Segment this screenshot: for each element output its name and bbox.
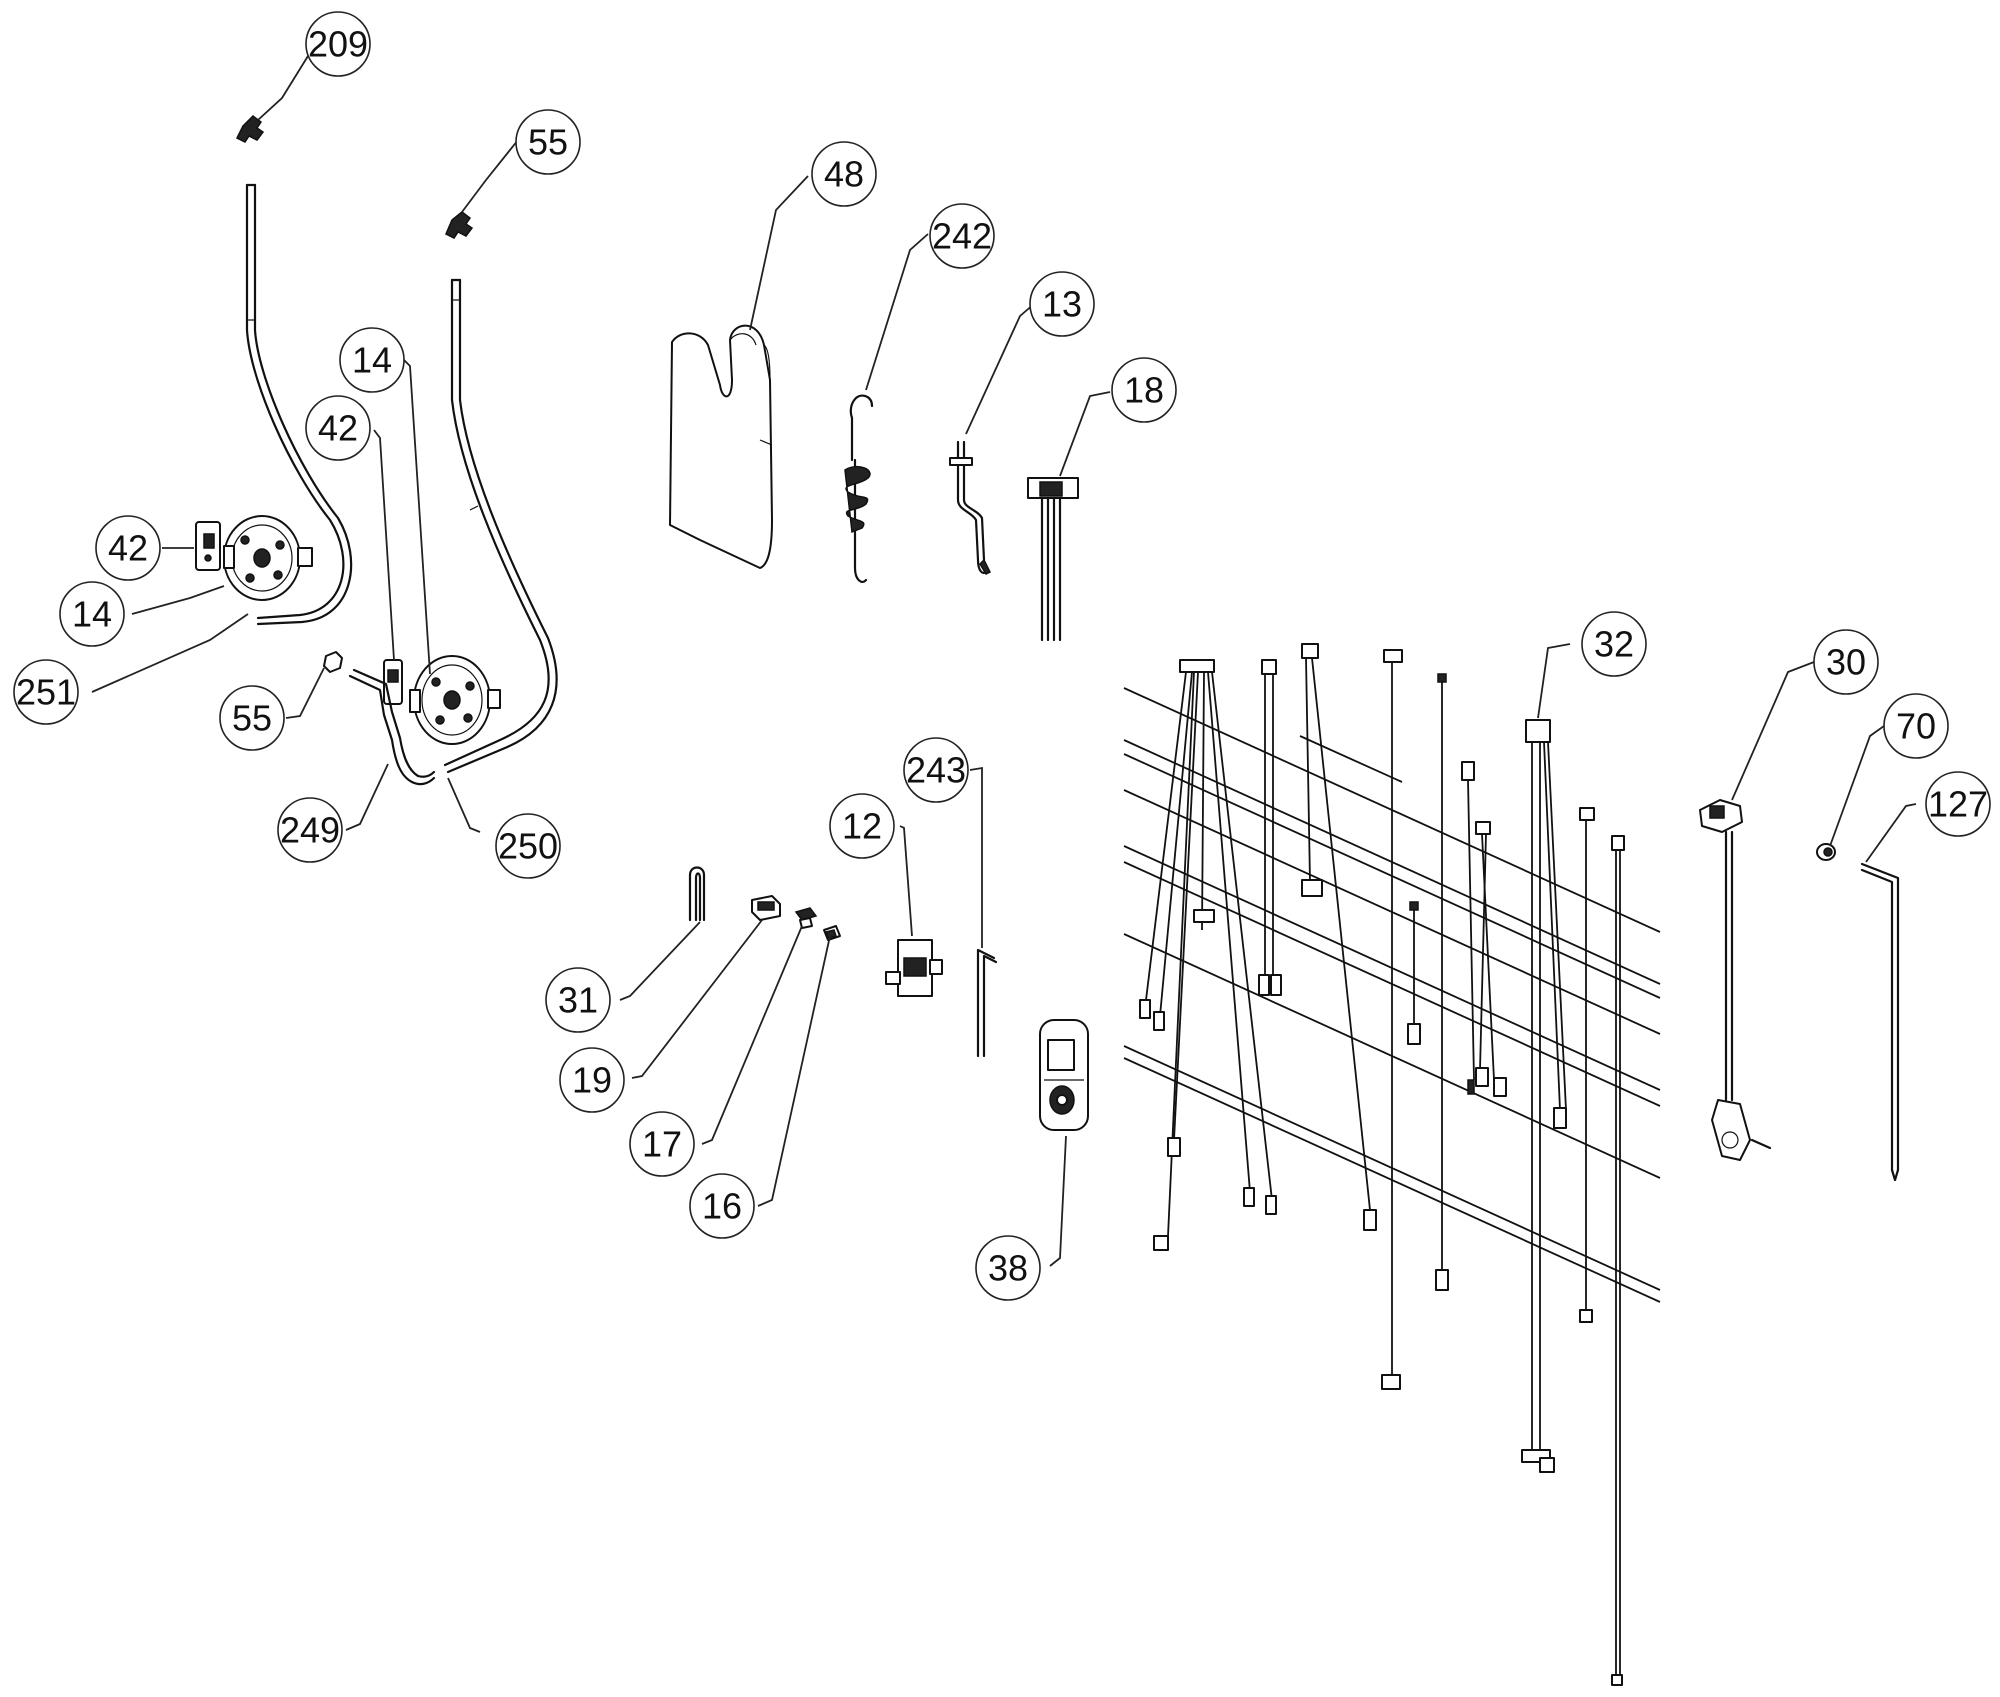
hose-209 (245, 183, 353, 626)
part-127-probe (1860, 862, 1900, 1182)
callout-label: 17 (642, 1124, 682, 1165)
part-12-switch (885, 939, 943, 997)
callout-42-left: 42 (95, 515, 161, 581)
callout-70: 70 (1883, 693, 1949, 759)
wiring-harness (1123, 643, 1661, 1686)
callout-label: 30 (1826, 642, 1866, 683)
callout-55-top: 55 (515, 109, 581, 175)
part-19-connector (751, 895, 781, 921)
part-16-terminal (823, 925, 841, 941)
callout-label: 14 (72, 594, 112, 635)
callout-label: 38 (988, 1248, 1028, 1289)
callout-label: 55 (232, 698, 272, 739)
part-70-cap (1816, 843, 1836, 861)
part-38-control-panel (1039, 1019, 1089, 1131)
callout-250: 250 (495, 813, 561, 879)
callout-label: 14 (352, 340, 392, 381)
callout-label: 243 (906, 750, 966, 791)
callout-48: 48 (811, 141, 877, 207)
callout-31: 31 (545, 967, 611, 1033)
callout-label: 70 (1896, 706, 1936, 747)
callout-label: 209 (308, 24, 368, 65)
callout-249: 249 (277, 797, 343, 863)
callout-label: 18 (1124, 370, 1164, 411)
callout-242: 242 (929, 203, 995, 269)
part-48-insulation-pad (669, 324, 773, 569)
part-42-bracket-left (195, 521, 221, 571)
callout-16: 16 (689, 1173, 755, 1239)
callout-label: 16 (702, 1186, 742, 1227)
part-14-pressure-switch-right (409, 655, 501, 745)
leader-lines (91, 55, 1917, 1267)
callout-14-left: 14 (59, 581, 125, 647)
part-30-power-cable (1699, 799, 1772, 1161)
callout-label: 19 (572, 1060, 612, 1101)
part-13-electrode (949, 440, 992, 575)
part-14-pressure-switch-left (223, 515, 313, 601)
callout-209: 209 (305, 11, 371, 77)
hose-250 (443, 278, 558, 774)
callout-38: 38 (975, 1235, 1041, 1301)
callout-label: 32 (1594, 624, 1634, 665)
part-209-fitting (235, 115, 265, 143)
callout-30: 30 (1813, 629, 1879, 695)
callout-label: 249 (280, 810, 340, 851)
part-242-spring-hook (844, 394, 874, 584)
callout-label: 42 (318, 408, 358, 449)
callout-label: 251 (16, 672, 76, 713)
part-243-rod (976, 948, 998, 1058)
callout-243: 243 (903, 737, 969, 803)
callout-17: 17 (629, 1111, 695, 1177)
callout-18: 18 (1111, 357, 1177, 423)
callout-13: 13 (1029, 271, 1095, 337)
part-17-terminal (794, 907, 818, 929)
callout-label: 250 (498, 826, 558, 867)
callout-32: 32 (1581, 611, 1647, 677)
part-55-fitting-top (445, 211, 474, 239)
callout-19: 19 (559, 1047, 625, 1113)
callout-label: 242 (932, 216, 992, 257)
callout-14-top: 14 (339, 327, 405, 393)
callout-label: 55 (528, 122, 568, 163)
part-31-clip (688, 866, 706, 922)
part-42-bracket-right (348, 659, 436, 786)
part-55-fitting-mid (323, 651, 343, 673)
callout-label: 13 (1042, 284, 1082, 325)
callout-label: 31 (558, 980, 598, 1021)
callout-55-mid: 55 (219, 685, 285, 751)
callout-127: 127 (1925, 771, 1991, 837)
callout-12: 12 (829, 793, 895, 859)
callout-label: 127 (1928, 784, 1988, 825)
callout-label: 42 (108, 528, 148, 569)
part-18-electrode-block (1027, 477, 1079, 642)
callout-251: 251 (13, 659, 79, 725)
callout-42-top: 42 (305, 395, 371, 461)
callout-label: 48 (824, 154, 864, 195)
callout-label: 12 (842, 806, 882, 847)
